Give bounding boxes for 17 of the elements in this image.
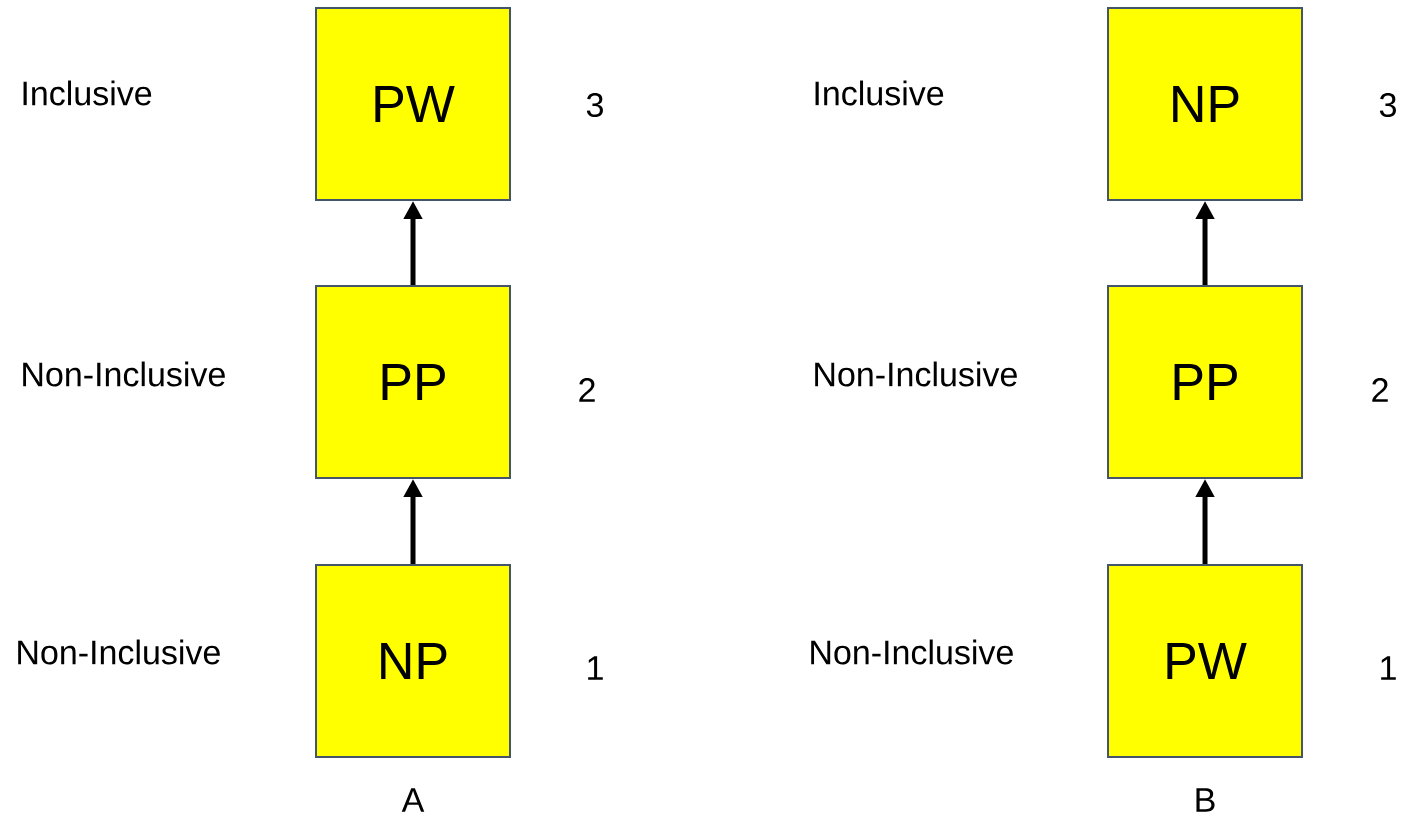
level-label: Non-Inclusive (18, 639, 220, 665)
process-box: NP (315, 564, 511, 758)
process-box: NP (1107, 7, 1303, 201)
level-label: 2 (579, 378, 595, 402)
level-label: 2 (1372, 378, 1388, 402)
level-label: Inclusive (815, 80, 944, 106)
level-label: A (401, 788, 425, 812)
level-label: Inclusive (23, 80, 152, 106)
level-label: 3 (1379, 92, 1396, 118)
level-label: 1 (588, 656, 603, 680)
process-box: PW (315, 7, 511, 201)
level-label: B (1196, 788, 1215, 812)
process-box: PP (1107, 285, 1303, 479)
level-label: 1 (1381, 656, 1396, 680)
level-label: 3 (586, 92, 603, 118)
process-box: PW (1107, 564, 1303, 758)
process-box: PP (315, 285, 511, 479)
